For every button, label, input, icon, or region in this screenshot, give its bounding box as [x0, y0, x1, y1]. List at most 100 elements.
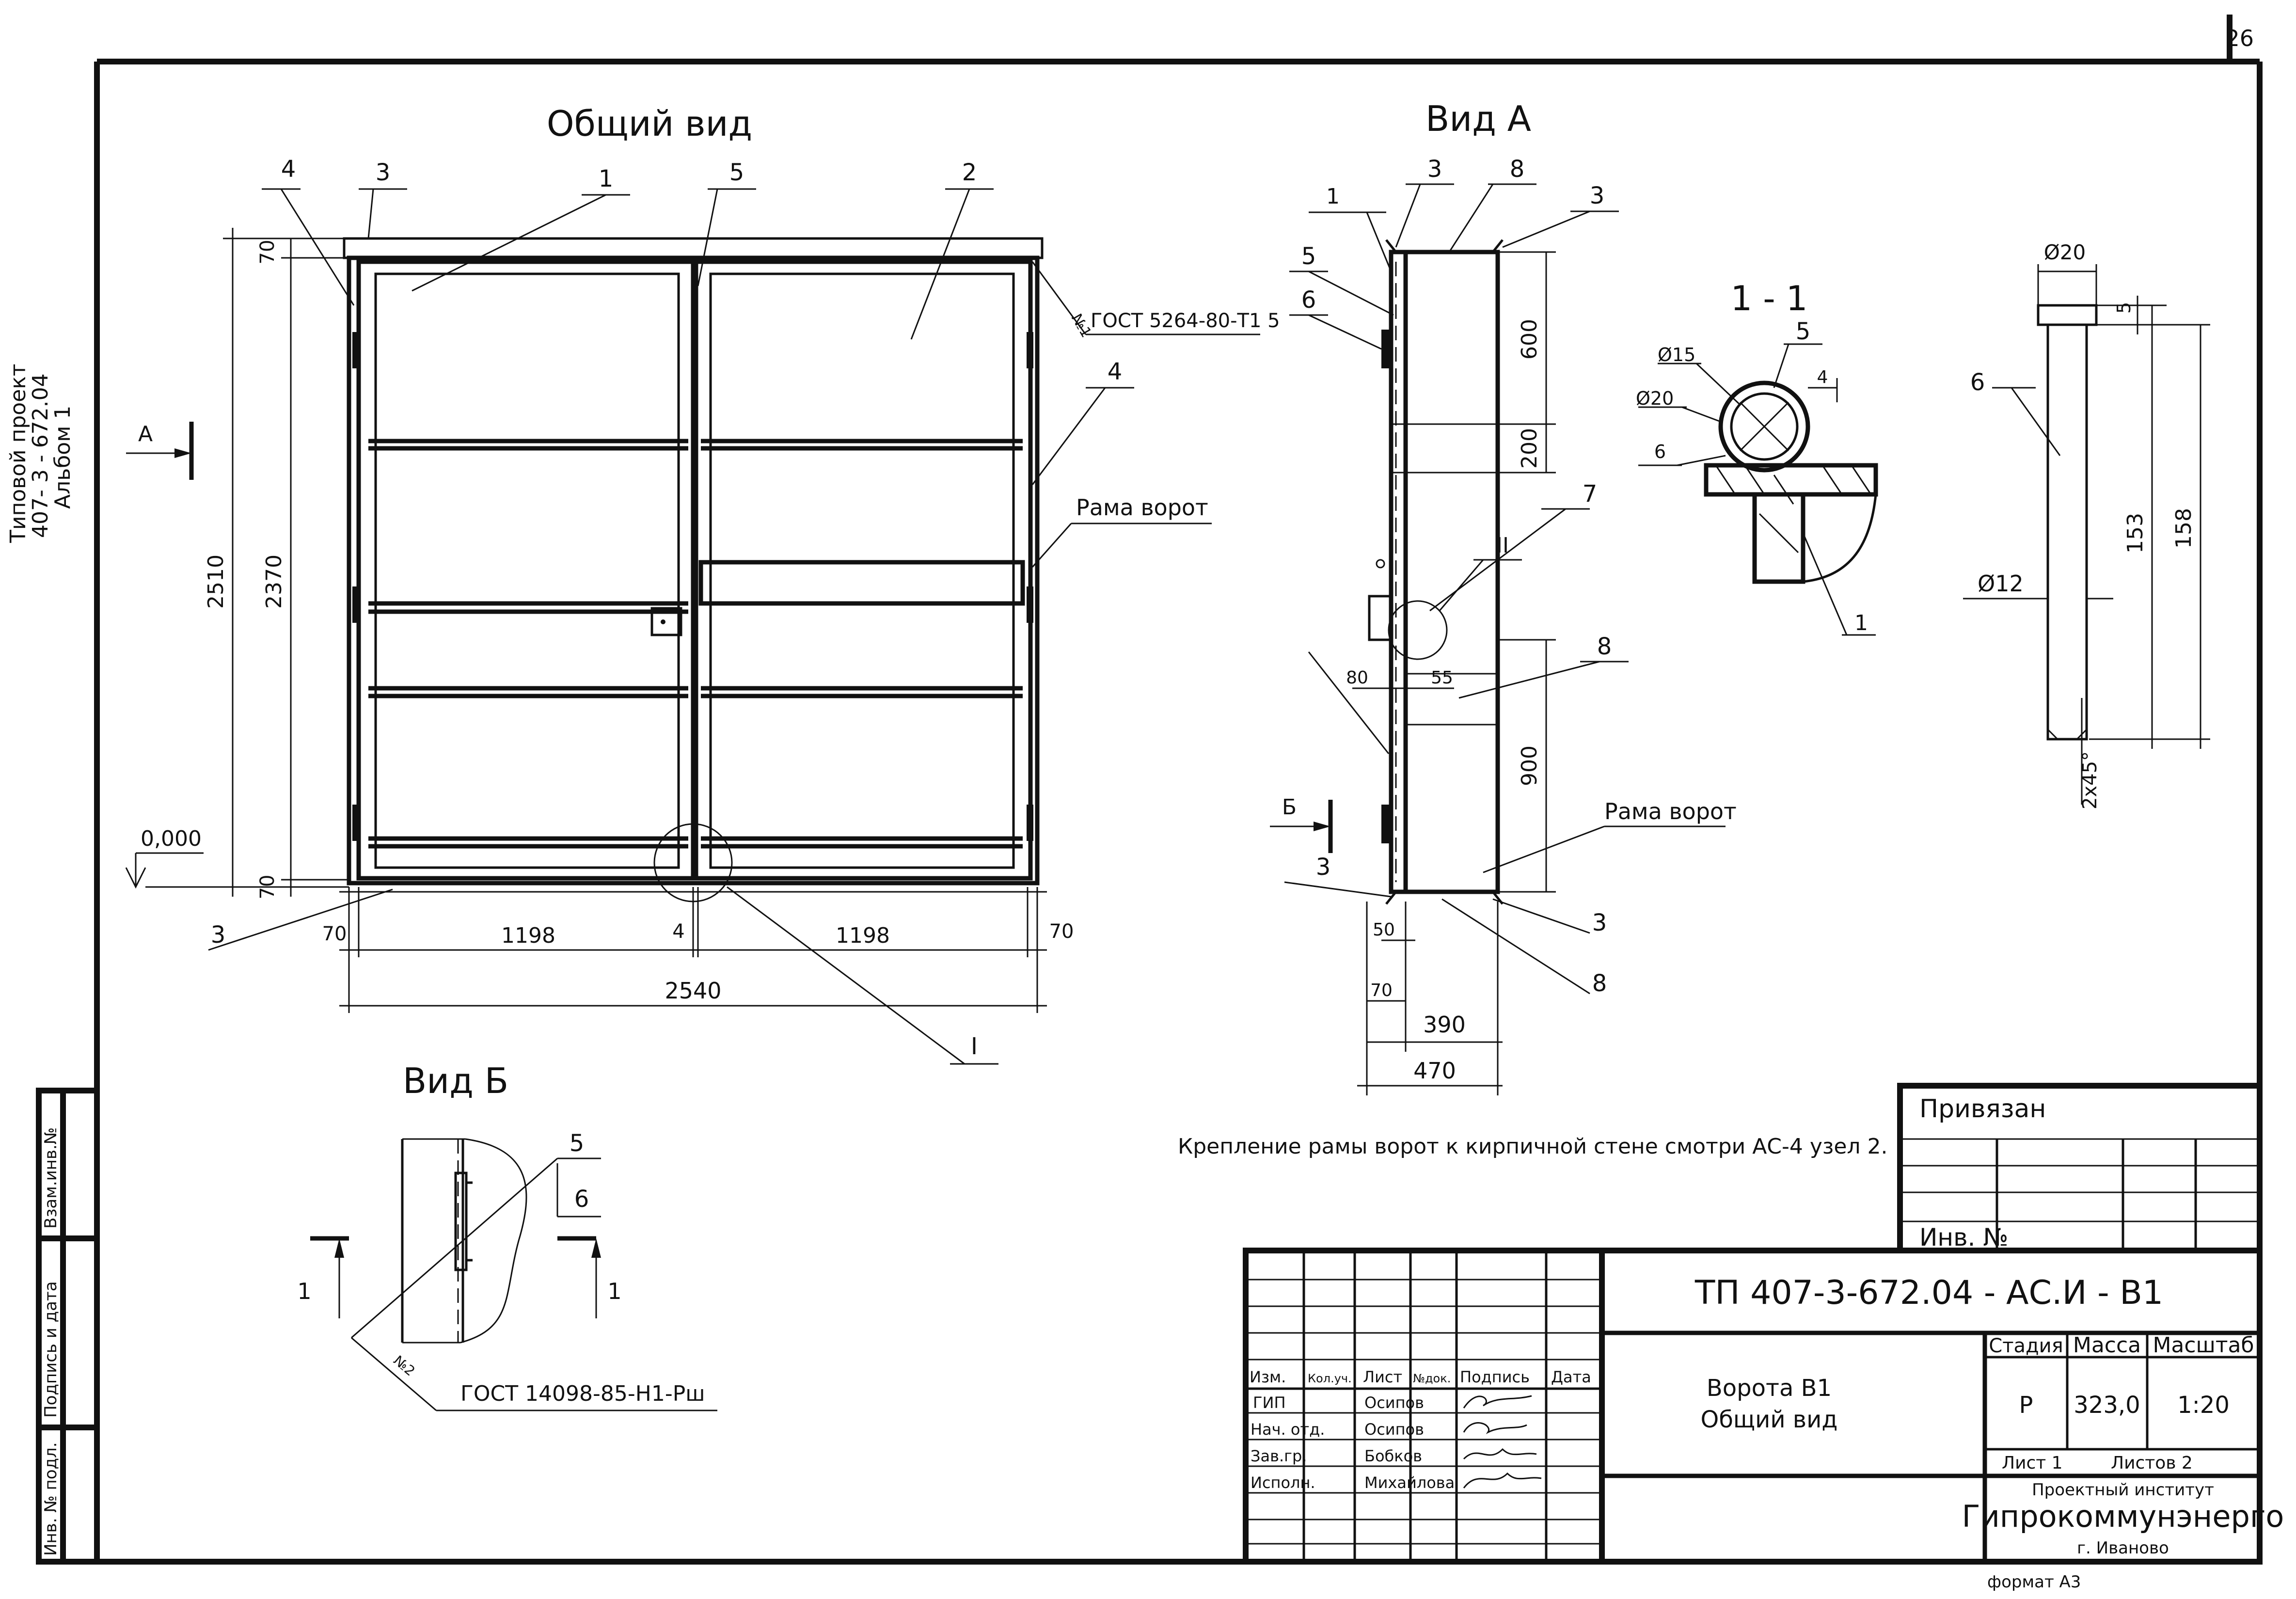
va-callout-8b: 8 — [1597, 633, 1612, 660]
s11-d15: Ø15 — [1658, 344, 1695, 365]
doc-name-1: Ворота В1 — [1707, 1375, 1832, 1402]
hdr-kolvo: Кол.уч. — [1308, 1372, 1352, 1385]
hdr-list: Лист — [1363, 1368, 1402, 1386]
callout-1: 1 — [599, 165, 614, 192]
dim-55: 55 — [1431, 668, 1453, 688]
section-1-1-drawing — [1704, 380, 1878, 584]
doc-code: ТП 407-3-672.04 - АС.И - В1 — [1694, 1274, 2163, 1312]
name-1: Осипов — [1364, 1393, 1424, 1412]
format-label: формат А3 — [1987, 1572, 2081, 1592]
section-1-1-title: 1 - 1 — [1731, 279, 1808, 318]
stage-label: Стадия — [1989, 1335, 2063, 1357]
signatures — [1463, 1395, 1542, 1488]
name-3: Бобков — [1364, 1447, 1422, 1465]
dim-900: 900 — [1517, 745, 1542, 786]
va-callout-3d: 3 — [1592, 909, 1607, 936]
side-col-2: Подпись и дата — [41, 1281, 61, 1418]
org-city: г. Иваново — [2077, 1538, 2169, 1558]
hdr-data: Дата — [1551, 1368, 1591, 1386]
callout-3-bottom: 3 — [211, 921, 226, 949]
va-callout-8c: 8 — [1592, 970, 1607, 997]
callout-4-right: 4 — [1108, 358, 1123, 385]
title-block — [1243, 1248, 2263, 1565]
dim-200: 200 — [1517, 428, 1542, 469]
level-label: 0,000 — [141, 826, 202, 851]
role-gip: ГИП — [1253, 1393, 1286, 1412]
va-node-II: II — [1496, 533, 1509, 558]
stamp-line-2: 407- 3 - 672.04 — [28, 373, 53, 538]
dim-600: 600 — [1517, 319, 1542, 360]
scale-label: Масштаб — [2153, 1333, 2254, 1358]
side-col-3: Инв. № подл. — [41, 1442, 61, 1556]
mounting-note: Крепление рамы ворот к кирпичной стене с… — [1178, 1134, 1887, 1159]
pin-dim-5: 5 — [2113, 302, 2135, 314]
dim-2540: 2540 — [665, 978, 721, 1004]
org-line-2: Гипрокоммунэнерго — [1962, 1499, 2284, 1534]
s11-callout-1: 1 — [1854, 611, 1868, 635]
va-frame-label: Рама ворот — [1604, 798, 1737, 824]
pin-d20: Ø20 — [2044, 240, 2086, 264]
view-b-leaders — [310, 1157, 717, 1411]
dim-2370: 2370 — [262, 554, 286, 609]
dim-70: 70 — [1370, 981, 1393, 1000]
stamp-line-3: Альбом 1 — [50, 406, 75, 509]
sheets-label: Листов 2 — [2111, 1453, 2193, 1473]
dim-70-top: 70 — [256, 240, 279, 265]
pin-dim-153: 153 — [2123, 513, 2148, 554]
dim-4: 4 — [672, 920, 684, 943]
doc-name-2: Общий вид — [1701, 1406, 1838, 1433]
pin-detail-drawing — [2037, 304, 2098, 741]
vb-callout-6: 6 — [574, 1186, 589, 1213]
va-callout-8a: 8 — [1510, 156, 1525, 183]
va-callout-7: 7 — [1583, 480, 1598, 507]
arrow-b-label: Б — [1282, 795, 1297, 820]
callout-3: 3 — [376, 159, 391, 186]
sheet-frame — [94, 15, 2263, 1565]
sheet-label: Лист 1 — [2002, 1453, 2063, 1473]
dim-70-bottom: 70 — [256, 875, 279, 900]
gv-dimension-lines — [223, 228, 1047, 1013]
callout-5: 5 — [729, 159, 744, 186]
pin-chamfer: 2x45° — [2079, 751, 2101, 809]
va-callout-6a: 6 — [1301, 286, 1316, 314]
dim-390: 390 — [1423, 1012, 1466, 1038]
node-label-I: I — [971, 1033, 978, 1060]
general-view-title: Общий вид — [547, 103, 752, 144]
vb-section-mark-left: 1 — [297, 1278, 311, 1304]
gate-general-view — [343, 237, 1044, 902]
view-a-title: Вид А — [1425, 98, 1531, 139]
va-callout-3b: 3 — [1590, 182, 1605, 209]
hdr-ndoc: №док. — [1413, 1372, 1451, 1385]
side-col-1: Взам.инв.№ — [41, 1127, 61, 1229]
name-2: Осипов — [1364, 1420, 1424, 1439]
stage-value: Р — [2019, 1392, 2033, 1419]
gost-weld-1: ГОСТ 5264-80-Т1 5 — [1091, 310, 1280, 332]
view-b-title: Вид Б — [403, 1061, 508, 1101]
va-callout-3a: 3 — [1427, 156, 1442, 183]
hdr-podpis: Подпись — [1460, 1368, 1530, 1386]
dim-2510: 2510 — [204, 554, 228, 609]
vb-section-mark-right: 1 — [607, 1278, 621, 1304]
frame-label: Рама ворот — [1076, 494, 1208, 521]
page-number: 26 — [2225, 25, 2254, 51]
pin-callout-6: 6 — [1970, 369, 1985, 396]
va-callout-1: 1 — [1326, 184, 1340, 209]
section-arrow-b — [1270, 800, 1333, 853]
dim-1198-right: 1198 — [836, 923, 890, 948]
section-1-1-leaders — [1638, 343, 1876, 636]
pin-dim-158: 158 — [2171, 508, 2196, 549]
side-columns — [36, 1088, 100, 1565]
role-zav: Зав.гр. — [1251, 1447, 1307, 1465]
s11-callout-5: 5 — [1796, 318, 1811, 345]
dim-470: 470 — [1413, 1058, 1456, 1084]
s11-callout-6: 6 — [1654, 441, 1666, 462]
role-ispoln: Исполн. — [1251, 1473, 1315, 1492]
gost-weld-2: ГОСТ 14098-85-Н1-Рш — [460, 1381, 705, 1406]
callout-2: 2 — [962, 159, 977, 186]
pin-detail-dim-lines — [1963, 264, 2210, 805]
arrow-a-label: А — [138, 422, 153, 446]
dim-80: 80 — [1346, 668, 1368, 688]
s11-d20: Ø20 — [1636, 388, 1674, 409]
section-arrow-a — [126, 422, 194, 480]
